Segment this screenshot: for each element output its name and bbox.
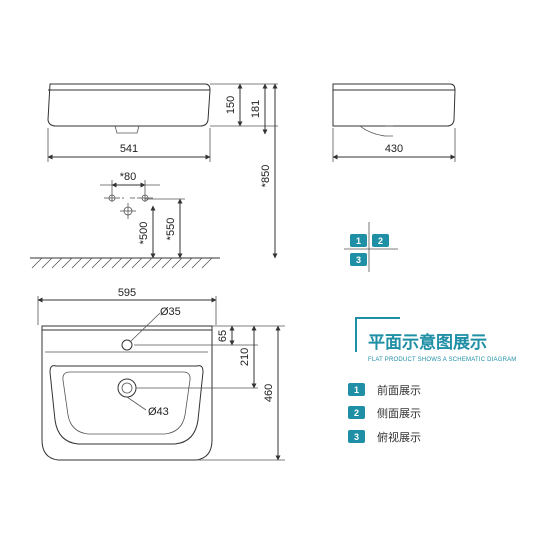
drain-hole	[117, 378, 137, 398]
view-index-badges: 1 2 3	[344, 222, 398, 272]
svg-text:1: 1	[354, 385, 359, 395]
depth-210-label: 210	[239, 348, 251, 366]
legend-item-top: 俯视展示	[377, 430, 421, 444]
legend-item-front: 前面展示	[377, 383, 421, 397]
svg-text:2: 2	[354, 408, 359, 418]
svg-text:3: 3	[356, 255, 361, 265]
badge-1	[350, 234, 367, 247]
floor-line	[30, 257, 220, 269]
total-height-label: *850	[260, 165, 272, 188]
tap-hole	[121, 339, 133, 351]
svg-text:3: 3	[354, 432, 359, 442]
pipe-spacing-label: *80	[120, 171, 137, 183]
depth-65-label: 65	[217, 330, 229, 342]
height-181-label: 181	[250, 100, 262, 118]
legend-badge-1	[348, 383, 365, 396]
front-width-label: 541	[120, 143, 138, 155]
height-150-label: 150	[225, 96, 237, 114]
legend-badge-2	[348, 406, 365, 419]
top-width-label: 595	[118, 287, 136, 299]
badge-2	[372, 234, 389, 247]
total-height-dim: *850	[260, 83, 278, 259]
drain-height-550-label: *550	[165, 218, 177, 241]
top-view: 595 Ø35 Ø43 65 210 460	[37, 287, 285, 461]
legend: 平面示意图展示 FLAT PRODUCT SHOWS A SCHEMATIC D…	[348, 317, 517, 444]
side-view: 430	[332, 83, 456, 162]
drain-hole-label: Ø43	[148, 406, 169, 418]
side-depth-label: 430	[385, 143, 403, 155]
svg-text:1: 1	[356, 236, 361, 246]
badge-3	[350, 253, 367, 266]
depth-460-label: 460	[263, 384, 275, 402]
drain-height-500-label: *500	[138, 222, 150, 245]
legend-badge-3	[348, 430, 365, 443]
legend-title: 平面示意图展示	[368, 332, 487, 353]
tap-hole-label: Ø35	[160, 306, 181, 318]
pipe-installation: *80 *500 *550	[100, 171, 185, 259]
front-view: 541 150 181	[47, 83, 278, 162]
legend-subtitle: FLAT PRODUCT SHOWS A SCHEMATIC DIAGRAM	[368, 357, 517, 363]
legend-item-side: 侧面展示	[377, 407, 421, 420]
svg-text:2: 2	[378, 236, 383, 246]
